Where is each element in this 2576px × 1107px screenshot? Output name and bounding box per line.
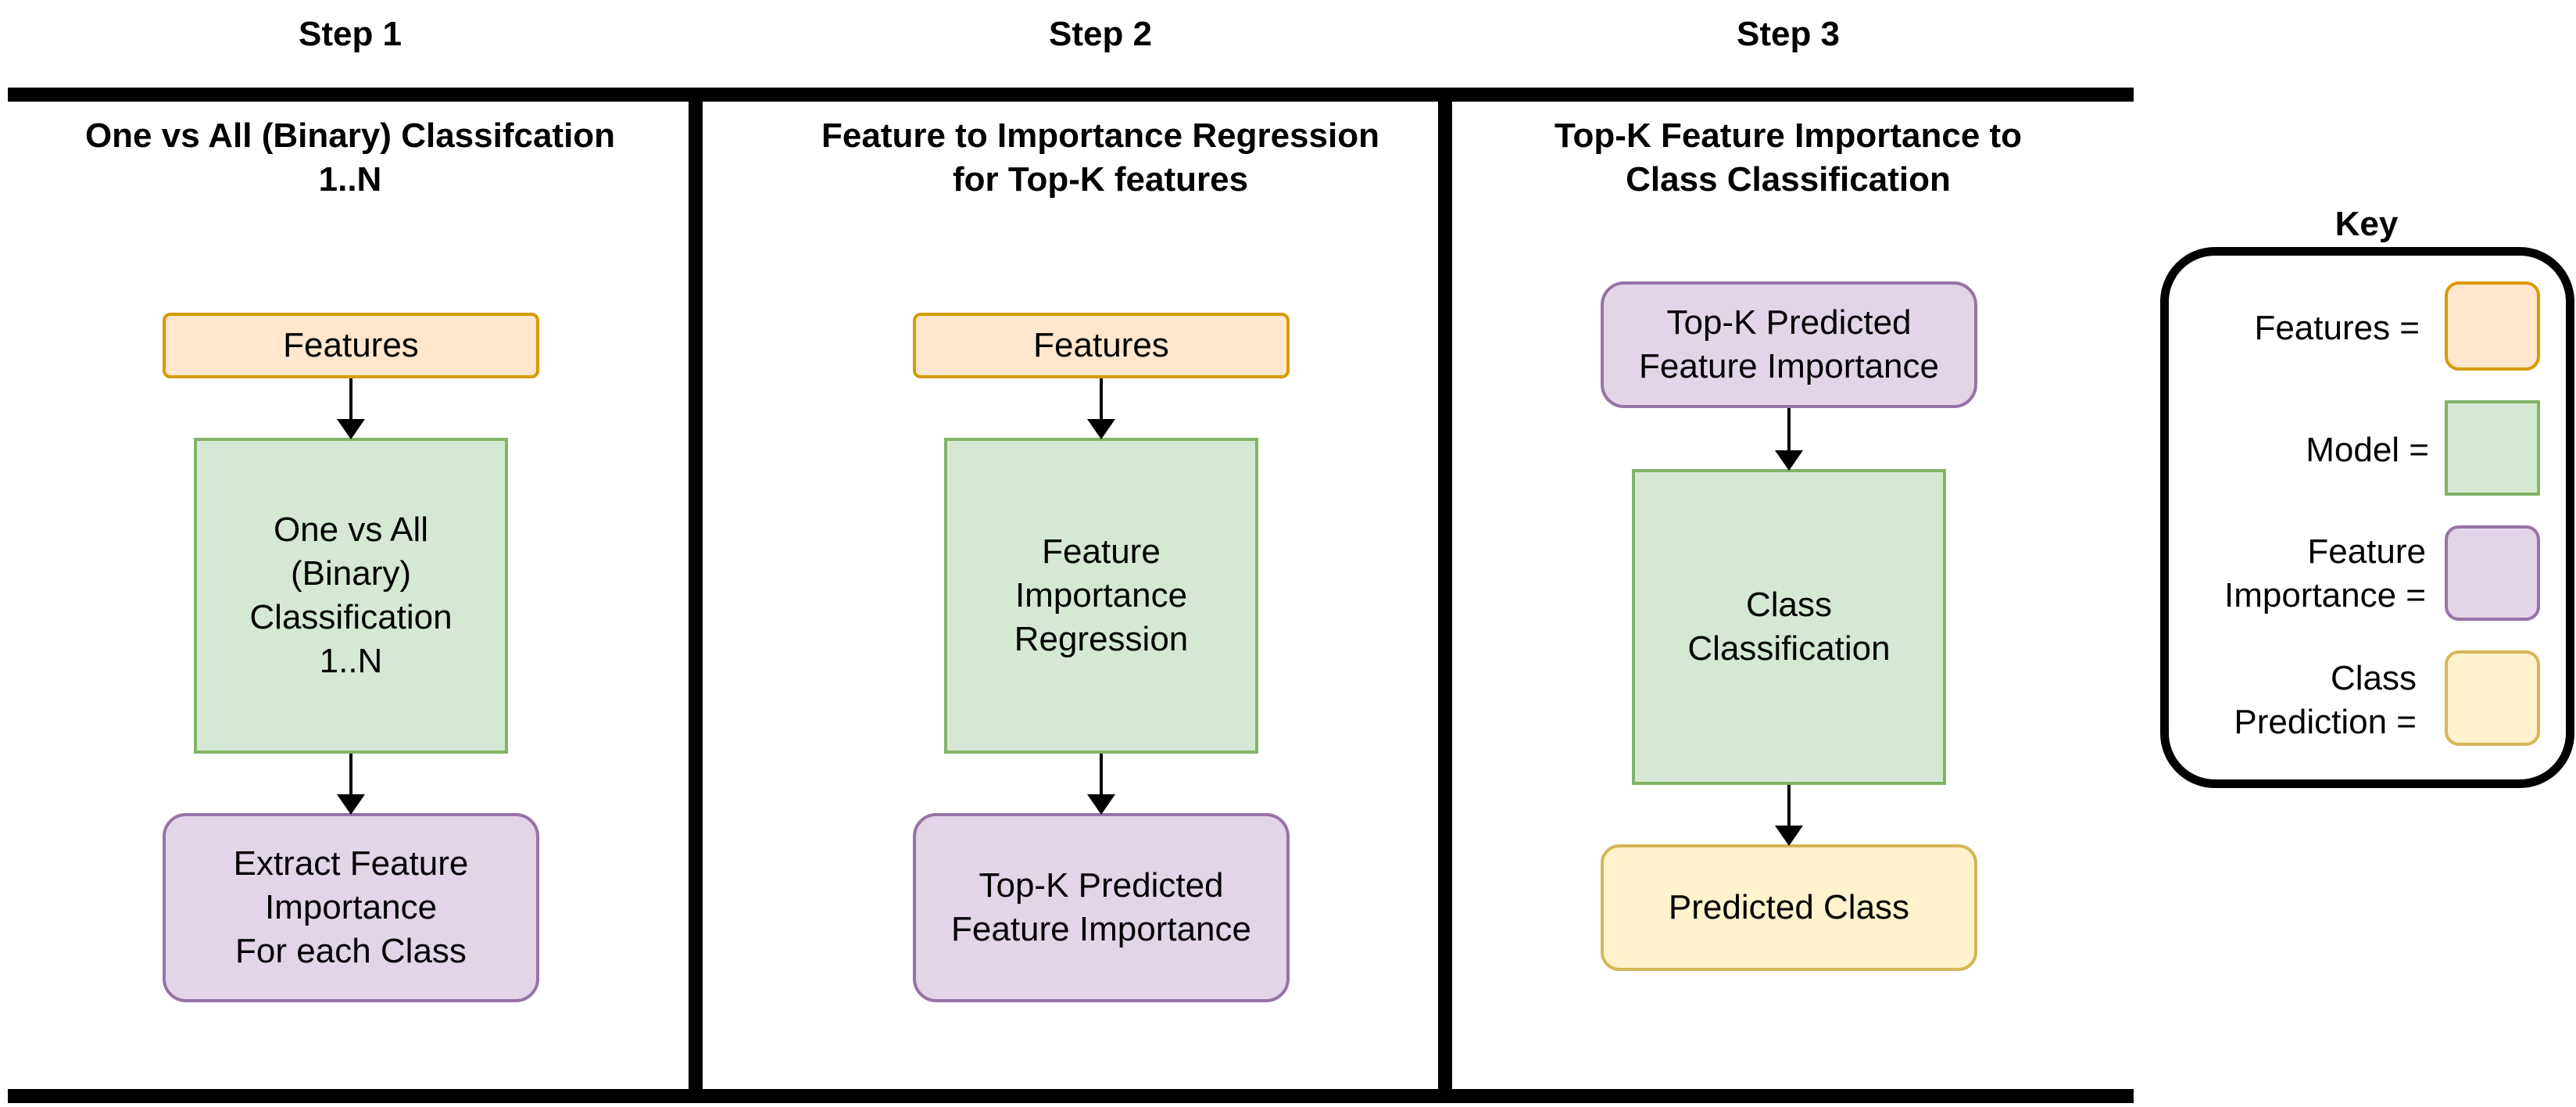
step-2-features-node: Features (913, 313, 1290, 378)
key-swatch-feature-importance (2445, 525, 2540, 621)
step-3-title: Top-K Feature Importance to Class Classi… (1554, 116, 2023, 199)
key-swatch-features (2445, 281, 2540, 371)
key-title: Key (2334, 205, 2399, 243)
step-2-header: Step 2 (1048, 15, 1153, 53)
arrow-s2-features-to-model-head (1087, 419, 1115, 439)
step-3-output-node: Predicted Class (1601, 844, 1977, 971)
key-label-feature-importance: Feature Importance = (2224, 532, 2426, 614)
step-2-model-node: Feature Importance Regression (944, 438, 1258, 754)
top-divider (8, 88, 2134, 102)
lane-divider-1 (689, 95, 703, 1097)
step-2-output-node: Top-K Predicted Feature Importance (913, 813, 1290, 1002)
key-frame (2160, 247, 2574, 788)
key-label-model: Model = (2306, 431, 2429, 469)
key-swatch-model (2445, 400, 2540, 496)
arrow-s3-model-to-output-head (1775, 826, 1803, 846)
lane-divider-2 (1438, 95, 1452, 1097)
key-label-class-prediction: Class Prediction = (2234, 659, 2417, 741)
step-3-header: Step 3 (1736, 15, 1841, 53)
arrow-s1-model-to-output-head (337, 794, 365, 815)
step-2-title: Feature to Importance Regression for Top… (821, 116, 1379, 199)
step-1-output-node: Extract Feature Importance For each Clas… (163, 813, 539, 1002)
step-1-title: One vs All (Binary) Classifcation 1..N (84, 116, 616, 199)
bottom-divider (8, 1089, 2134, 1103)
step-3-model-node: Class Classification (1632, 469, 1946, 785)
step-3-input-node: Top-K Predicted Feature Importance (1601, 281, 1977, 408)
step-1-header: Step 1 (298, 15, 402, 53)
key-swatch-class-prediction (2445, 650, 2540, 746)
arrow-s2-model-to-output-head (1087, 794, 1115, 815)
key-label-features: Features = (2254, 309, 2420, 347)
arrow-s1-features-to-model-head (337, 419, 365, 439)
step-1-features-node: Features (163, 313, 539, 378)
step-1-model-node: One vs All (Binary) Classification 1..N (194, 438, 508, 754)
arrow-s3-input-to-model-head (1775, 450, 1803, 471)
